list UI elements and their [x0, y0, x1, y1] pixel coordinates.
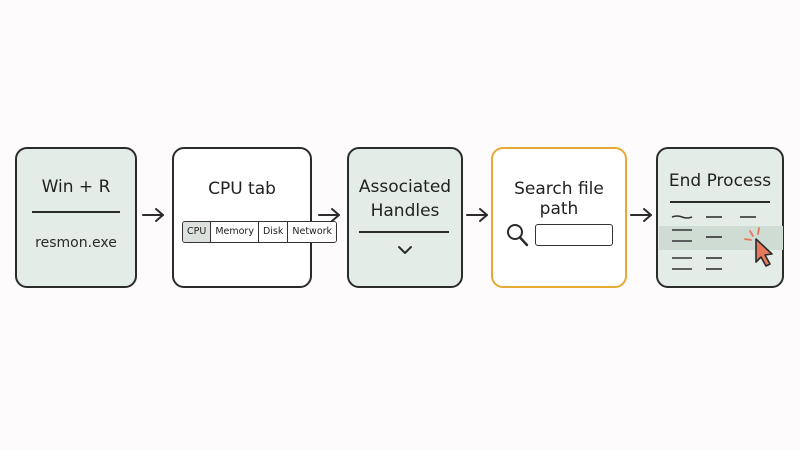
- divider: [359, 231, 449, 233]
- step-card-cpu-tab: CPU tab CPU Memory Disk Network: [172, 147, 338, 288]
- arrow-right-icon: [466, 208, 488, 222]
- step-card-search-file-path: Search file path: [491, 147, 627, 288]
- arrow-right-icon: [142, 208, 164, 222]
- tab-network[interactable]: Network: [288, 222, 337, 242]
- search-input[interactable]: [535, 224, 613, 246]
- step-subtitle: resmon.exe: [35, 235, 117, 251]
- cursor-icon: [744, 227, 773, 267]
- step-title: End Process: [668, 171, 772, 191]
- step-title: Search file path: [514, 179, 604, 219]
- step-title: Win + R: [41, 177, 111, 197]
- divider: [32, 211, 120, 213]
- step-title: CPU tab: [208, 179, 276, 199]
- tab-cpu[interactable]: CPU: [183, 222, 212, 242]
- tab-disk[interactable]: Disk: [258, 222, 289, 242]
- step-title-line2: Handles: [370, 201, 440, 221]
- step-card-associated-handles: Associated Handles: [347, 147, 463, 288]
- step-card-end-process: End Process: [656, 147, 784, 288]
- step-card-run-dialog: Win + R resmon.exe: [15, 147, 137, 288]
- arrow-right-icon: [630, 208, 652, 222]
- search-icon: [507, 224, 529, 247]
- divider: [670, 201, 770, 203]
- tab-strip: CPU Memory Disk Network: [182, 221, 338, 243]
- step-title-line1: Associated: [358, 177, 452, 197]
- tab-memory[interactable]: Memory: [211, 222, 259, 242]
- arrow-right-icon: [318, 208, 340, 222]
- chevron-down-icon[interactable]: [396, 244, 414, 256]
